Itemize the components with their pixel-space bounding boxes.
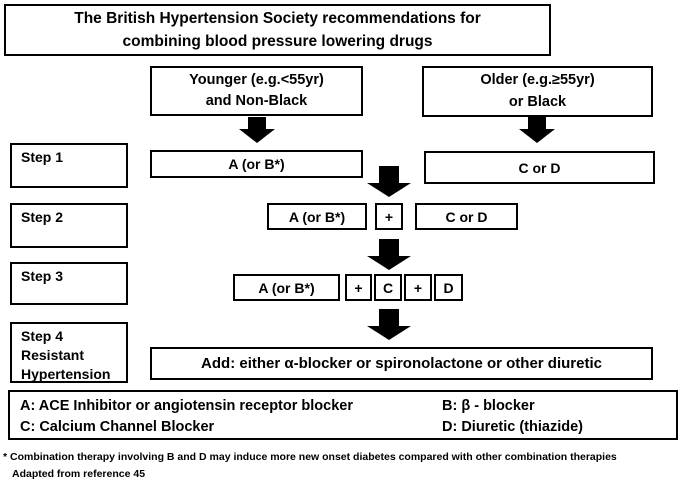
step3-drug-a-box: A (or B*)	[233, 274, 340, 301]
diagram-title: The British Hypertension Society recomme…	[4, 4, 551, 56]
group-older-box: Older (e.g.≥55yr) or Black	[422, 66, 653, 117]
arrow-head	[367, 183, 411, 197]
arrow-head	[367, 326, 411, 340]
step1-drug-a-box: A (or B*)	[150, 150, 363, 178]
step2-plus-box: +	[375, 203, 403, 230]
arrow-stem	[379, 166, 399, 183]
legend-item-a: A: ACE Inhibitor or angiotensin receptor…	[20, 398, 353, 414]
flow-arrow-down-icon	[239, 117, 275, 143]
legend-box: A: ACE Inhibitor or angiotensin receptor…	[8, 390, 678, 440]
legend-item-c: C: Calcium Channel Blocker	[20, 419, 215, 435]
step1-drug-cd-box: C or D	[424, 151, 655, 184]
flow-arrow-down-icon	[367, 239, 411, 270]
group-younger-box: Younger (e.g.<55yr) and Non-Black	[150, 66, 363, 116]
step3-plus-box: +	[404, 274, 432, 301]
arrow-stem	[248, 117, 266, 129]
arrow-head	[239, 129, 275, 143]
arrow-head	[519, 129, 555, 143]
step3-drug-c-box: C	[374, 274, 402, 301]
step2-drug-a-box: A (or B*)	[267, 203, 367, 230]
arrow-stem	[379, 309, 399, 326]
footnote-adapted-reference: Adapted from reference 45	[12, 468, 146, 480]
legend-item-d: D: Diuretic (thiazide)	[442, 419, 583, 435]
step-4-label-box: Step 4 Resistant Hypertension	[10, 322, 128, 383]
arrow-head	[367, 256, 411, 270]
step-3-label-box: Step 3	[10, 262, 128, 305]
step3-plus-box: +	[345, 274, 372, 301]
arrow-stem	[379, 239, 399, 256]
step3-drug-d-box: D	[434, 274, 463, 301]
step-2-label-box: Step 2	[10, 203, 128, 248]
legend-item-b: B: β - blocker	[442, 398, 535, 414]
flow-arrow-down-icon	[367, 309, 411, 340]
step2-drug-cd-box: C or D	[415, 203, 518, 230]
footnote-combination-warning: * Combination therapy involving B and D …	[3, 451, 617, 463]
arrow-stem	[528, 117, 546, 129]
step-1-label-box: Step 1	[10, 143, 128, 188]
step4-recommendation-box: Add: either α-blocker or spironolactone …	[150, 347, 653, 380]
flow-arrow-down-icon	[367, 166, 411, 197]
flow-arrow-down-icon	[519, 117, 555, 143]
